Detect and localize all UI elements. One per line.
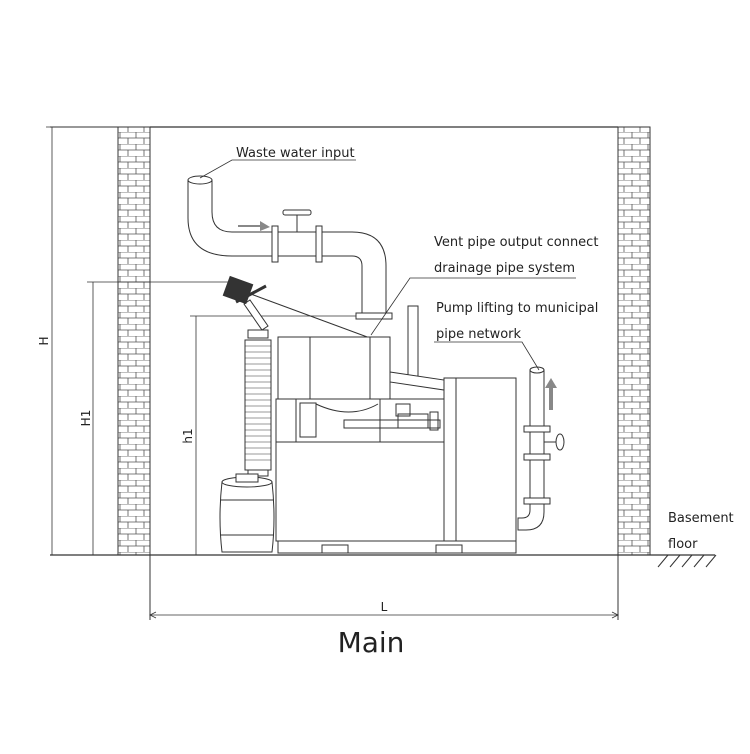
waste-input-label: Waste water input: [236, 146, 355, 161]
vent-leader: [370, 277, 576, 336]
corrugated-hose: [244, 339, 272, 477]
pump-label-line2: pipe network: [436, 327, 522, 342]
angled-inlet-assembly: [222, 275, 371, 339]
main-tank: [275, 336, 517, 554]
pump-leader: [434, 341, 540, 371]
dimension-h1-upper: [87, 281, 240, 555]
ground-hatch: [650, 554, 717, 568]
pump-flow-arrow-icon: [545, 378, 557, 410]
basement-label-line1: Basement: [668, 511, 734, 526]
vent-label-line2: drainage pipe system: [434, 261, 575, 276]
dimension-l: [149, 611, 619, 619]
pump-label-line1: Pump lifting to municipal: [436, 301, 598, 316]
collection-barrel: [219, 473, 275, 553]
right-brick-wall: [617, 126, 651, 556]
dimension-h-label: H: [37, 336, 51, 345]
tank-internals: [295, 399, 441, 442]
basement-label-line2: floor: [668, 537, 698, 552]
dimension-h: [46, 126, 118, 555]
pump-cabinet: [443, 377, 517, 542]
left-brick-wall: [117, 126, 151, 556]
dimension-h1-lower-label: h1: [181, 428, 195, 443]
waste-input-leader: [199, 159, 356, 179]
pump-lifting-pipe: [517, 366, 565, 531]
dimension-l-label: L: [381, 600, 388, 614]
diagram-caption: Main: [338, 626, 405, 659]
inlet-flow-arrow-icon: [238, 221, 270, 231]
vent-label-line1: Vent pipe output connect: [434, 235, 598, 250]
vent-pipe: [389, 305, 445, 391]
waste-inlet-pipe: [187, 175, 393, 320]
dimension-h1-lower: [190, 315, 360, 555]
dimension-h1-upper-label: H1: [79, 410, 93, 427]
